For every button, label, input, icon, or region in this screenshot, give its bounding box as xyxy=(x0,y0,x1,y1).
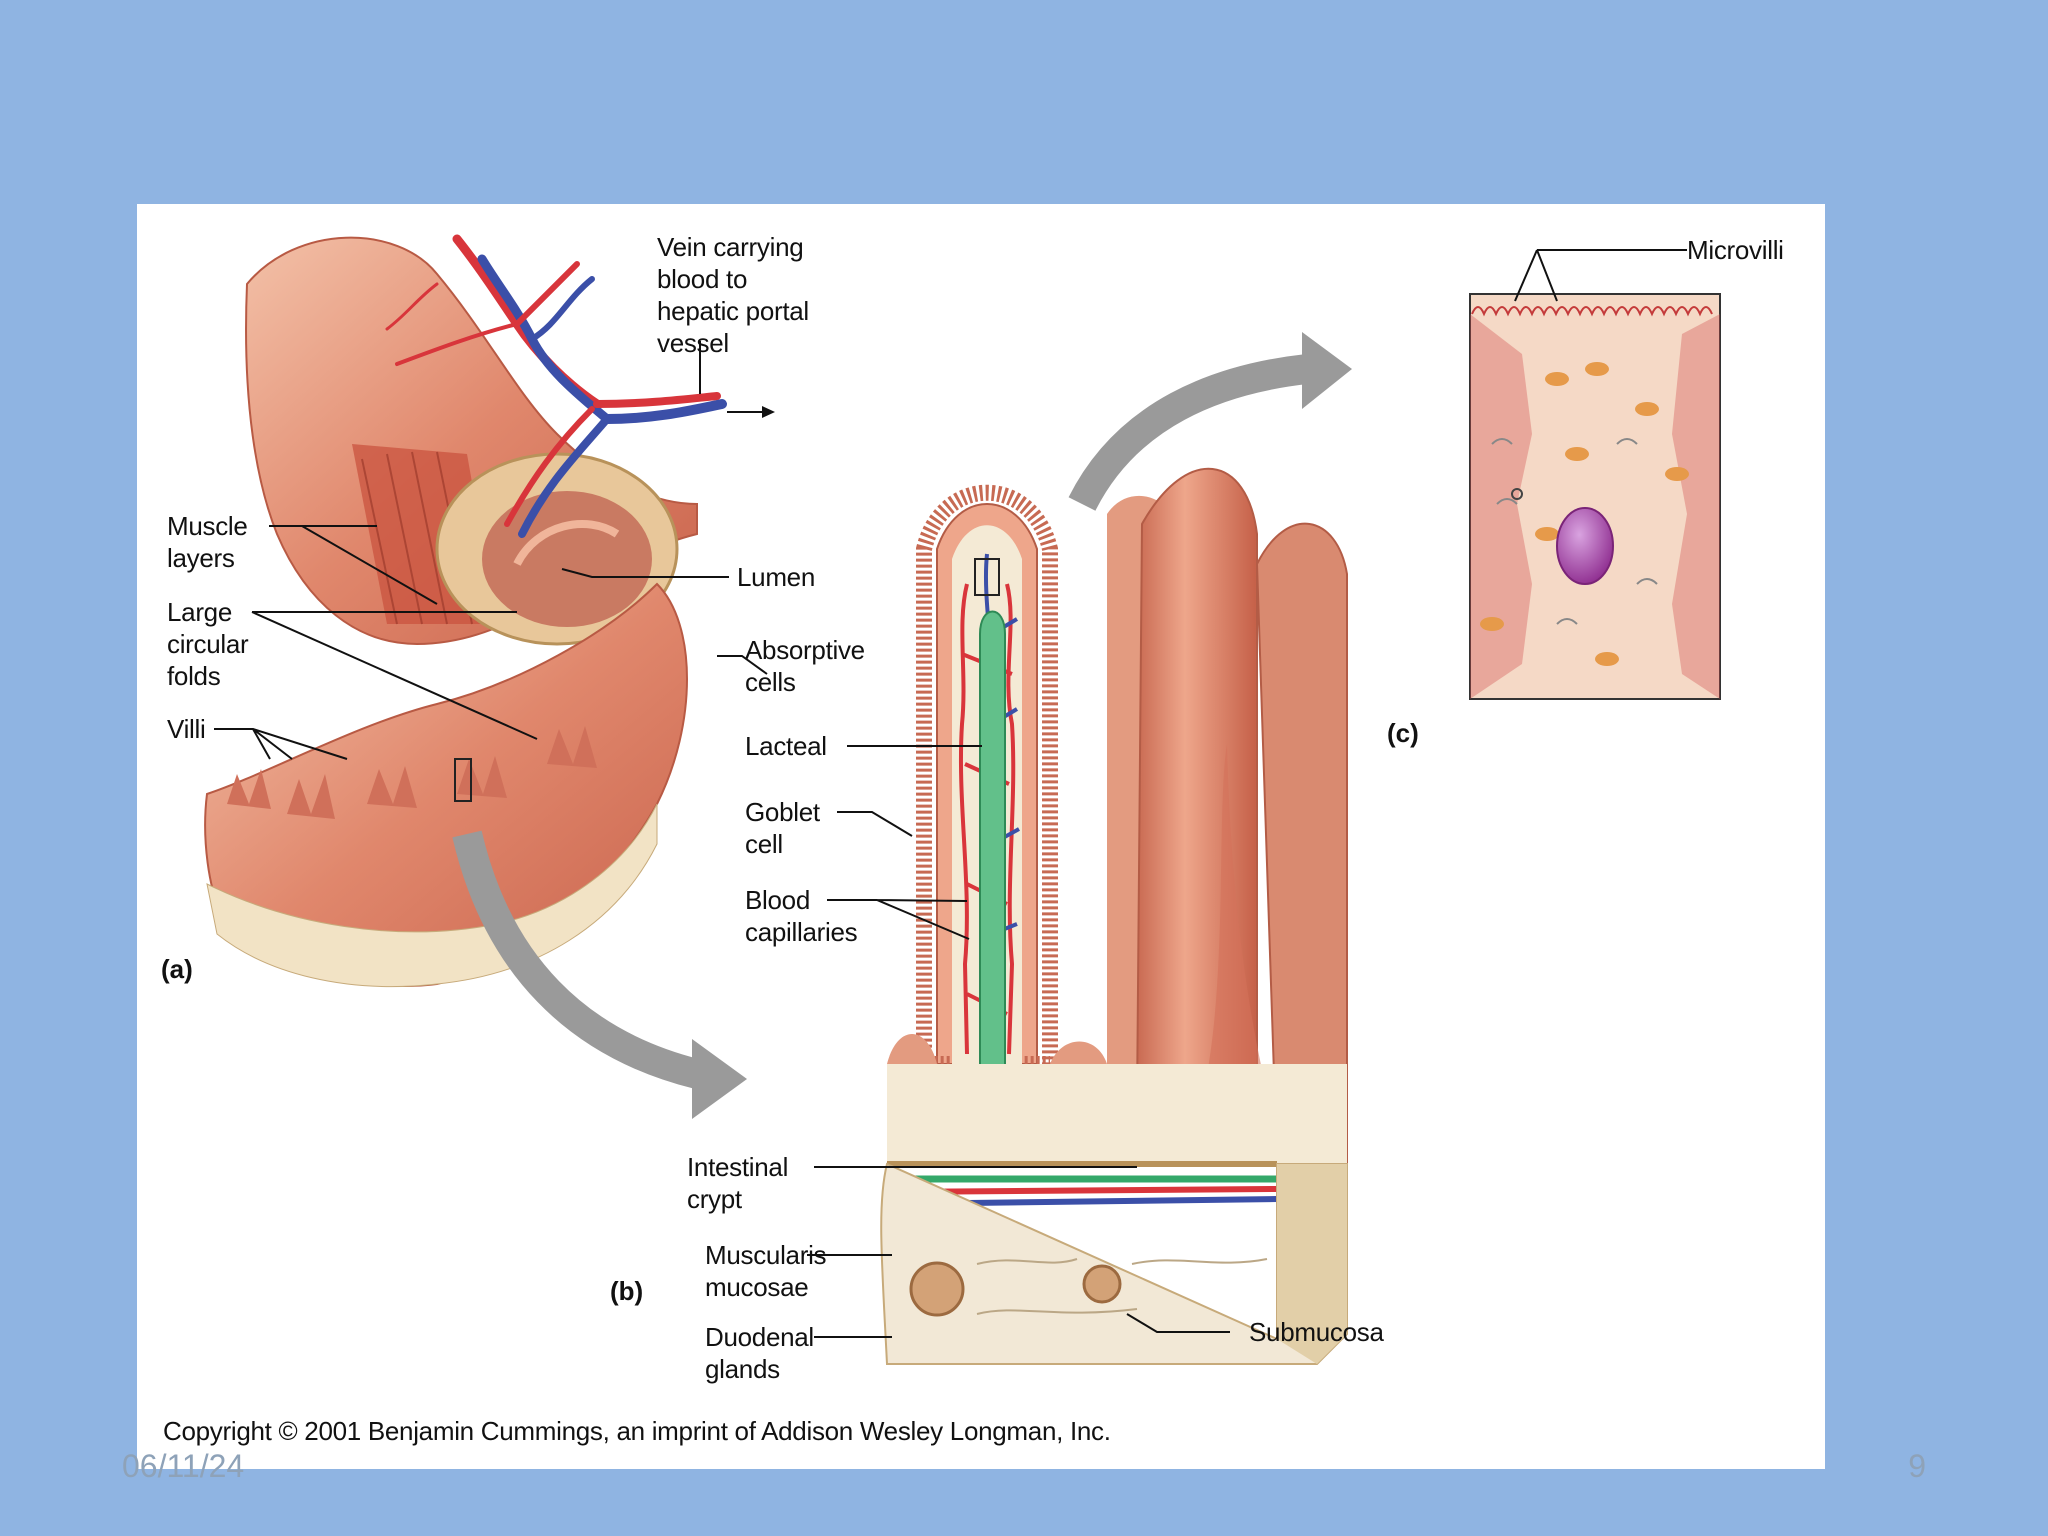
label-submucosa: Submucosa xyxy=(1249,1317,1384,1347)
small-intestine-diagram: Vein carrying blood to hepatic portal ve… xyxy=(161,232,1784,1446)
copyright-text: Copyright © 2001 Benjamin Cummings, an i… xyxy=(163,1416,1111,1446)
label-muscularis-mucosae: Muscularis mucosae xyxy=(705,1240,833,1302)
arrow-b-to-c-head xyxy=(1302,332,1352,409)
footer-date: 06/11/24 xyxy=(122,1448,245,1484)
leader-lines xyxy=(214,249,1687,1338)
arrow-a-to-b-head xyxy=(692,1039,747,1119)
arrow-b-to-c xyxy=(1068,354,1309,511)
label-blood-capillaries: Blood capillaries xyxy=(745,885,858,947)
slide-number: 9 xyxy=(1908,1448,1926,1484)
label-vein: Vein carrying blood to hepatic portal ve… xyxy=(657,232,816,358)
label-muscle-layers: Muscle layers xyxy=(167,511,255,573)
arrow-a-to-b xyxy=(452,830,701,1089)
panel-tag-c: (c) xyxy=(1387,718,1419,748)
label-intestinal-crypt: Intestinal crypt xyxy=(687,1152,795,1214)
small-intestine-figure: Vein carrying blood to hepatic portal ve… xyxy=(137,204,1825,1469)
label-lacteal: Lacteal xyxy=(745,731,827,761)
panel-tag-a: (a) xyxy=(161,954,193,984)
portal-flow-arrowhead xyxy=(762,406,775,418)
blood-vessels xyxy=(385,234,727,538)
absorptive-cell xyxy=(1469,293,1721,700)
label-absorptive-cells: Absorptive cells xyxy=(745,635,872,697)
intestine-segment xyxy=(204,236,698,988)
label-villi: Villi xyxy=(167,714,205,744)
villus-section xyxy=(880,468,1348,1365)
panel-tag-b: (b) xyxy=(610,1276,643,1306)
label-lumen: Lumen xyxy=(737,562,815,592)
label-goblet-cell: Goblet cell xyxy=(745,797,827,859)
label-large-circular-folds: Large circular folds xyxy=(167,597,255,691)
label-duodenal-glands: Duodenal glands xyxy=(705,1322,821,1384)
label-microvilli: Microvilli xyxy=(1687,235,1784,265)
